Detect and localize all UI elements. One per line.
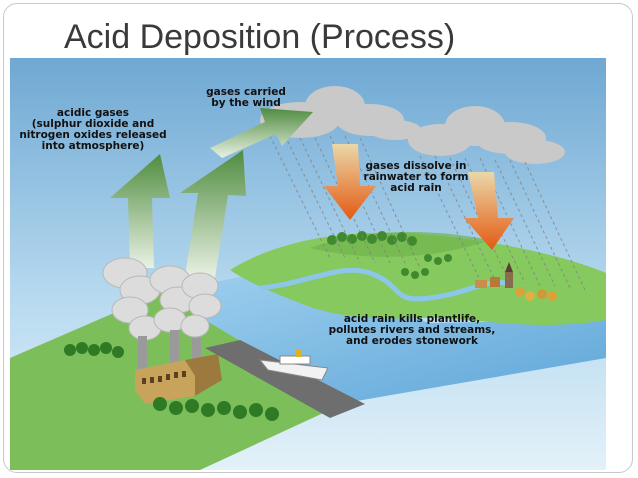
road: [205, 340, 365, 418]
river-water: [160, 273, 606, 403]
smoke-plume: [102, 257, 222, 341]
acid-rain-effects-label: acid rain kills plantlife, pollutes rive…: [328, 313, 496, 347]
chimneys: [138, 330, 201, 370]
acidic-gases-label: acidic gases (sulphur dioxide and nitrog…: [19, 107, 167, 152]
gas-arrow-middle: [180, 150, 246, 278]
acid-deposition-illustration: [10, 58, 606, 470]
wind-arrow: [210, 108, 313, 158]
ship: [258, 350, 329, 381]
river-stream: [259, 267, 511, 302]
slide-title: Acid Deposition (Process): [64, 18, 456, 56]
gas-arrow-left: [110, 154, 170, 268]
forest-right: [327, 231, 452, 279]
acid-rain-arrow-left: [324, 144, 376, 220]
village: [475, 262, 557, 301]
gases-carried-label: gases carried by the wind: [206, 86, 286, 109]
factory: [135, 354, 222, 404]
forest-left: [64, 342, 279, 421]
acid-rain-arrow-right: [464, 172, 514, 250]
gases-dissolve-label: gases dissolve in rainwater to form acid…: [363, 160, 469, 194]
cloud-right: [408, 106, 565, 164]
